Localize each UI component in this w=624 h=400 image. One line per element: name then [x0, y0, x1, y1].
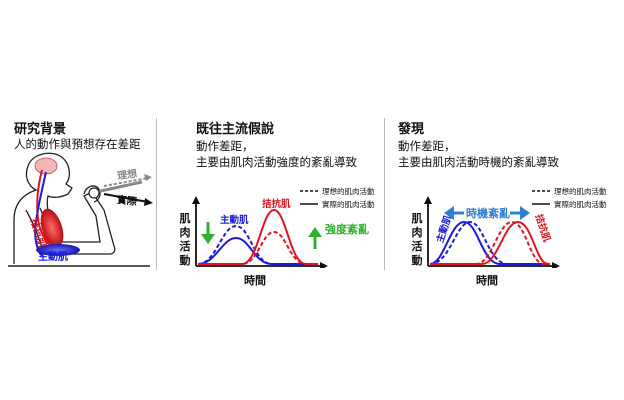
y-axis-label-3-char: 動	[411, 254, 423, 267]
legend-2-ideal-text: 理想的肌肉活動	[322, 186, 375, 196]
y-axis-label-2-char: 動	[179, 254, 191, 267]
panel2-subtitle-line1: 動作差距，	[196, 139, 254, 153]
timing-left-arrow	[444, 206, 464, 220]
chart-3-curves	[429, 220, 550, 265]
divider-2	[384, 118, 385, 270]
agonist-muscle-label-1: 主動肌	[38, 252, 68, 263]
actual-label: 實際	[116, 194, 138, 209]
y-axis-label-2: 肌 肉 活 動	[178, 212, 192, 268]
antagonist-increase-arrow	[308, 227, 322, 249]
legend-3-ideal-text: 理想的肌肉活動	[554, 186, 607, 196]
agonist-decrease-arrow	[201, 222, 215, 244]
panel2-title: 既往主流假說	[196, 122, 275, 137]
person-arm-illustration	[8, 152, 153, 267]
panel3-subtitle-line2: 主要由肌肉活動時機的紊亂導致	[398, 155, 559, 169]
x-axis-label-2: 時間	[244, 274, 266, 287]
chart-2	[192, 196, 328, 268]
chart-2-axes	[192, 196, 328, 268]
timing-disorder-label: 時機紊亂	[466, 207, 510, 220]
y-axis-label-3: 肌 肉 活 動	[410, 212, 424, 268]
chart-3-axes	[424, 196, 560, 268]
timing-right-arrow	[510, 206, 530, 220]
y-axis-label-2-char: 活	[179, 240, 191, 253]
strength-disorder-label: 強度紊亂	[325, 223, 369, 236]
chart-2-curves	[197, 208, 318, 265]
chart-3	[424, 196, 560, 268]
panel1-subtitle: 人的動作與預想存在差距	[14, 137, 141, 151]
legend-2-actual-text: 實際的肌肉活動	[322, 199, 375, 209]
panel2-subtitle-line2: 主要由肌肉活動強度的紊亂導致	[196, 155, 357, 169]
y-axis-label-3-char: 肌	[411, 212, 423, 225]
y-axis-label-3-char: 活	[411, 240, 423, 253]
ideal-label: 理想	[116, 168, 138, 183]
panel3-subtitle-line1: 動作差距，	[398, 139, 456, 153]
y-axis-label-2-char: 肌	[179, 212, 191, 225]
agonist-label-2: 主動肌	[220, 215, 249, 226]
panel1-title: 研究背景	[14, 122, 67, 137]
y-axis-label-3-char: 肉	[411, 226, 423, 239]
divider-1	[156, 118, 157, 270]
panel3-title: 發現	[398, 122, 425, 137]
legend-3: 理想的肌肉活動 實際的肌肉活動	[532, 186, 607, 209]
antagonist-label-2: 拮抗肌	[262, 199, 291, 210]
legend-3-actual-text: 實際的肌肉活動	[554, 199, 607, 209]
legend-2: 理想的肌肉活動 實際的肌肉活動	[300, 186, 375, 209]
y-axis-label-2-char: 肉	[179, 226, 191, 239]
x-axis-label-3: 時間	[476, 274, 498, 287]
